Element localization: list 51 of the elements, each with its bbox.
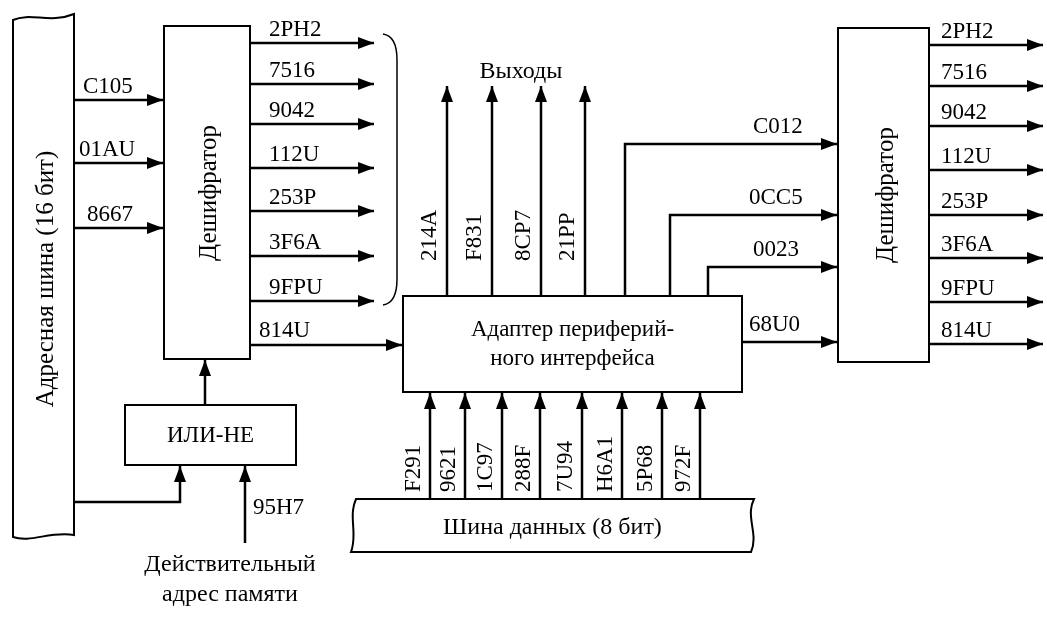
arrow	[930, 39, 1043, 51]
arrow	[251, 78, 374, 90]
logic-gate-block	[124, 404, 297, 466]
note-text: Выходы	[478, 56, 564, 85]
arrow	[694, 393, 706, 498]
arrow	[743, 336, 837, 348]
arrow	[251, 118, 374, 130]
bus-label: Адресная шина (16 бит)	[31, 150, 56, 407]
arrow	[930, 80, 1043, 92]
arrow	[459, 393, 471, 498]
decoder-block	[163, 25, 251, 360]
arrow	[75, 222, 163, 234]
arrow	[930, 120, 1043, 132]
arrow	[239, 466, 251, 543]
arrow	[534, 393, 546, 498]
arrow	[623, 138, 837, 295]
arrow	[930, 164, 1043, 176]
adapter-block	[402, 295, 743, 393]
arrow	[251, 162, 374, 174]
arrow	[75, 157, 163, 169]
arrow	[441, 86, 453, 295]
arrow	[251, 295, 374, 307]
arrow	[656, 393, 668, 498]
arrow	[930, 338, 1043, 350]
arrow	[75, 94, 163, 106]
arrow	[576, 393, 588, 498]
arrow	[251, 37, 374, 49]
arrow	[251, 339, 402, 351]
arrow	[496, 393, 508, 498]
arrow	[930, 209, 1043, 221]
arrow	[486, 86, 498, 295]
block-label: ИЛИ-НЕ	[165, 420, 256, 449]
arrow	[199, 360, 211, 404]
block-label: Дешифратор	[871, 127, 896, 263]
arrow	[579, 86, 591, 295]
arrow	[424, 393, 436, 498]
decoder-block	[837, 27, 930, 363]
arrow	[616, 393, 628, 498]
arrow	[75, 466, 186, 504]
block-label: Адаптер периферий- ного интерфейса	[469, 315, 676, 372]
arrow	[706, 261, 837, 295]
arrow	[535, 86, 547, 295]
arrow	[668, 209, 837, 295]
arrow	[930, 296, 1043, 308]
data-bus-band	[348, 498, 757, 553]
arrow	[251, 205, 374, 217]
arrow	[930, 252, 1043, 264]
note-text: Действительный адрес памяти	[143, 549, 317, 608]
arrow	[251, 250, 374, 262]
bus-label: Шина данных (8 бит)	[442, 511, 663, 541]
block-label: Дешифратор	[194, 124, 220, 261]
